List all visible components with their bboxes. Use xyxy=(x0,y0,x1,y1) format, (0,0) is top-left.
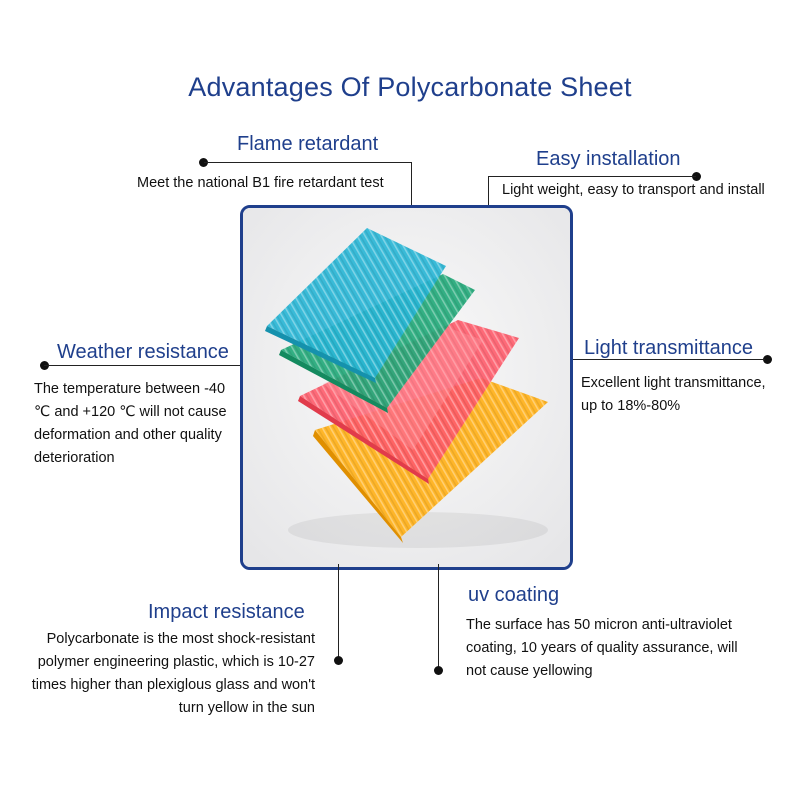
light-transmittance-description: Excellent light transmittance, up to 18%… xyxy=(581,372,791,418)
connector-line xyxy=(438,564,439,668)
connector-dot xyxy=(199,158,208,167)
description-line: times higher than plexiglous glass and w… xyxy=(31,677,315,693)
description-line: turn yellow in the sun xyxy=(178,700,315,716)
connector-line xyxy=(44,365,240,366)
weather-resistance-heading: Weather resistance xyxy=(57,341,229,363)
connector-dot xyxy=(692,172,701,181)
description-line: up to 18%-80% xyxy=(581,398,681,414)
description-line: deterioration xyxy=(34,450,115,466)
red-sheet xyxy=(298,320,519,484)
blue-sheet xyxy=(265,228,446,383)
uv-coating-heading: uv coating xyxy=(468,584,560,606)
connector-dot xyxy=(334,656,343,665)
uv-coating-description: The surface has 50 micron anti-ultraviol… xyxy=(466,614,786,683)
description-line: not cause yellowing xyxy=(466,663,593,679)
page-title: Advantages Of Polycarbonate Sheet xyxy=(188,72,632,102)
description-line: The surface has 50 micron anti-ultraviol… xyxy=(466,617,732,633)
impact-resistance-description: Polycarbonate is the most shock-resistan… xyxy=(10,628,315,720)
connector-line xyxy=(204,162,412,163)
connector-dot xyxy=(763,355,772,364)
description-line: Excellent light transmittance, xyxy=(581,375,766,391)
product-photo xyxy=(240,205,573,570)
easy-installation-heading: Easy installation xyxy=(536,148,681,170)
connector-line xyxy=(567,359,765,360)
description-line: ℃ and +120 ℃ will not cause xyxy=(34,404,227,420)
easy-installation-description: Light weight, easy to transport and inst… xyxy=(502,182,765,198)
connector-line xyxy=(488,176,489,205)
weather-resistance-description: The temperature between -40 ℃ and +120 ℃… xyxy=(34,378,249,470)
impact-resistance-heading: Impact resistance xyxy=(148,601,305,623)
connector-line xyxy=(488,176,696,177)
description-line: deformation and other quality xyxy=(34,427,222,443)
flame-retardant-description: Meet the national B1 fire retardant test xyxy=(137,175,384,191)
flame-retardant-heading: Flame retardant xyxy=(237,133,379,155)
description-line: polymer engineering plastic, which is 10… xyxy=(37,654,315,670)
description-line: Polycarbonate is the most shock-resistan… xyxy=(46,631,315,647)
connector-line xyxy=(338,564,339,658)
description-line: coating, 10 years of quality assurance, … xyxy=(466,640,738,656)
connector-line xyxy=(411,162,412,205)
connector-dot xyxy=(434,666,443,675)
description-line: The temperature between -40 xyxy=(34,381,226,397)
light-transmittance-heading: Light transmittance xyxy=(584,337,753,359)
